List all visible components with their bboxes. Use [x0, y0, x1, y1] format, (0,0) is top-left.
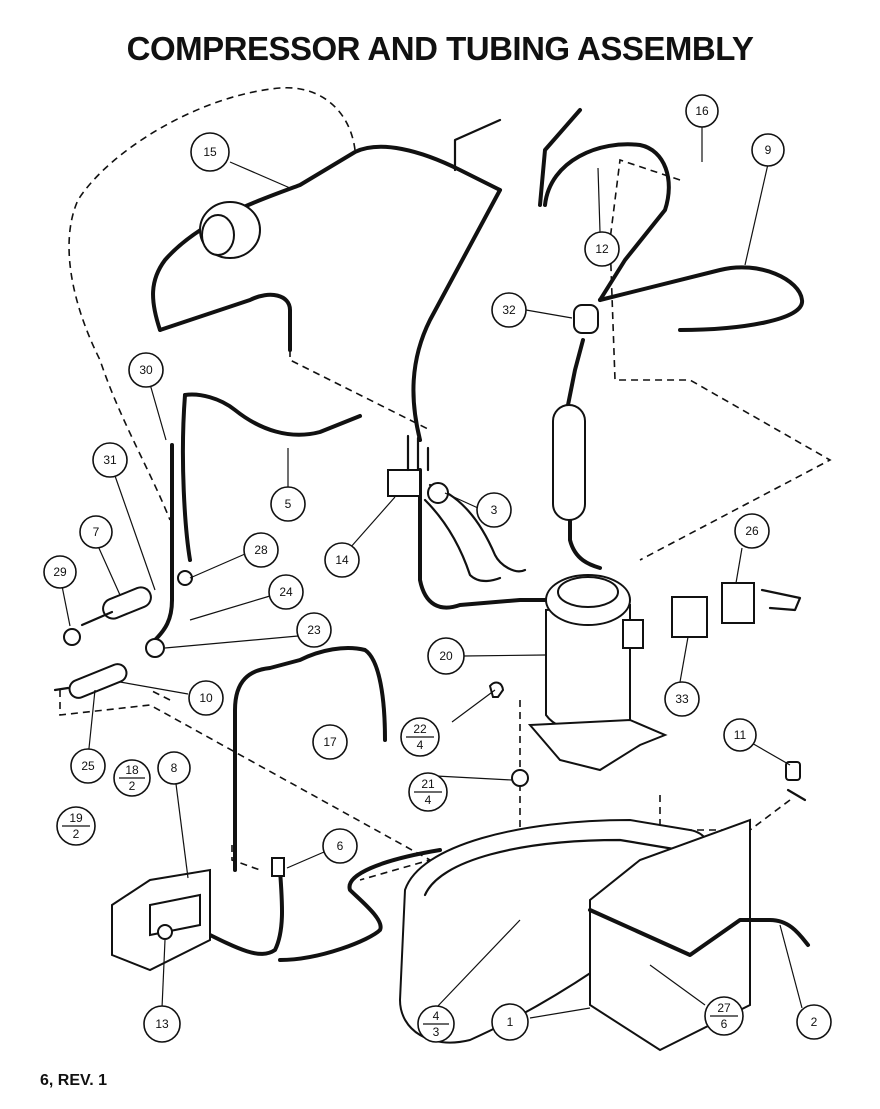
svg-text:13: 13 [155, 1017, 169, 1031]
svg-text:2: 2 [811, 1015, 818, 1029]
svg-text:2: 2 [73, 827, 80, 841]
callout-23: 23 [296, 612, 332, 648]
callout-26: 26 [734, 513, 770, 549]
svg-text:19: 19 [69, 811, 83, 825]
callout-20: 20 [427, 637, 465, 675]
svg-text:26: 26 [745, 524, 759, 538]
callout-32: 32 [491, 292, 527, 328]
svg-text:21: 21 [421, 777, 435, 791]
callout-31: 31 [92, 442, 128, 478]
svg-text:29: 29 [53, 565, 67, 579]
svg-text:4: 4 [425, 793, 432, 807]
fraction-callout-21-4: 214 [408, 772, 448, 812]
callout-15: 15 [190, 132, 230, 172]
callout-5: 5 [270, 486, 306, 522]
revision-note: 6, REV. 1 [40, 1072, 108, 1089]
svg-text:25: 25 [81, 759, 95, 773]
callout-33: 33 [664, 681, 700, 717]
callout-30: 30 [128, 352, 164, 388]
callout-14: 14 [324, 542, 360, 578]
svg-text:28: 28 [254, 543, 268, 557]
fraction-callout-19-2: 192 [56, 806, 96, 846]
parts [53, 201, 810, 1052]
callout-12: 12 [584, 231, 620, 267]
callout-10: 10 [188, 680, 224, 716]
callout-17: 17 [312, 724, 348, 760]
callout-25: 25 [70, 748, 106, 784]
svg-text:6: 6 [337, 839, 344, 853]
svg-text:17: 17 [323, 735, 337, 749]
svg-text:3: 3 [491, 503, 498, 517]
tubing [151, 108, 804, 962]
callout-1: 1 [491, 1003, 529, 1041]
callouts: 15 16 9 12 32 30 5 3 14 31 28 7 29 24 23… [43, 94, 832, 1043]
page-title: COMPRESSOR AND TUBING ASSEMBLY [126, 30, 754, 67]
svg-text:24: 24 [279, 585, 293, 599]
svg-text:9: 9 [765, 143, 772, 157]
svg-text:27: 27 [717, 1001, 731, 1015]
svg-text:14: 14 [335, 553, 349, 567]
svg-text:3: 3 [433, 1025, 440, 1039]
callout-28: 28 [243, 532, 279, 568]
svg-text:18: 18 [125, 763, 139, 777]
callout-6: 6 [322, 828, 358, 864]
svg-text:2: 2 [129, 779, 136, 793]
svg-text:20: 20 [439, 649, 453, 663]
callout-13: 13 [143, 1005, 181, 1043]
svg-text:1: 1 [507, 1015, 514, 1029]
svg-text:31: 31 [103, 453, 117, 467]
fraction-callout-18-2: 182 [113, 759, 151, 797]
callout-8: 8 [157, 751, 191, 785]
callout-9: 9 [751, 133, 785, 167]
svg-text:5: 5 [285, 497, 292, 511]
svg-text:11: 11 [734, 728, 747, 742]
svg-text:32: 32 [502, 303, 516, 317]
callout-2: 2 [796, 1004, 832, 1040]
svg-text:4: 4 [433, 1009, 440, 1023]
callout-7: 7 [79, 515, 113, 549]
fraction-callout-4-3: 43 [417, 1005, 455, 1043]
svg-text:30: 30 [139, 363, 153, 377]
svg-text:12: 12 [595, 242, 609, 256]
svg-text:23: 23 [307, 623, 321, 637]
svg-text:6: 6 [721, 1017, 728, 1031]
fraction-callouts: 224 214 192 182 43 276 [56, 717, 744, 1043]
callout-29: 29 [43, 555, 77, 589]
callout-24: 24 [268, 574, 304, 610]
svg-text:22: 22 [413, 722, 427, 736]
svg-text:10: 10 [199, 691, 213, 705]
svg-text:15: 15 [203, 145, 217, 159]
svg-text:8: 8 [171, 761, 178, 775]
svg-text:33: 33 [675, 692, 689, 706]
svg-text:16: 16 [695, 104, 709, 118]
fraction-callout-22-4: 224 [400, 717, 440, 757]
callout-11: 11 [723, 718, 757, 752]
fraction-callout-27-6: 276 [704, 996, 744, 1036]
svg-text:4: 4 [417, 738, 424, 752]
svg-text:7: 7 [93, 525, 100, 539]
callout-16: 16 [685, 94, 719, 128]
leader-lines [61, 126, 803, 1019]
callout-3: 3 [476, 492, 512, 528]
